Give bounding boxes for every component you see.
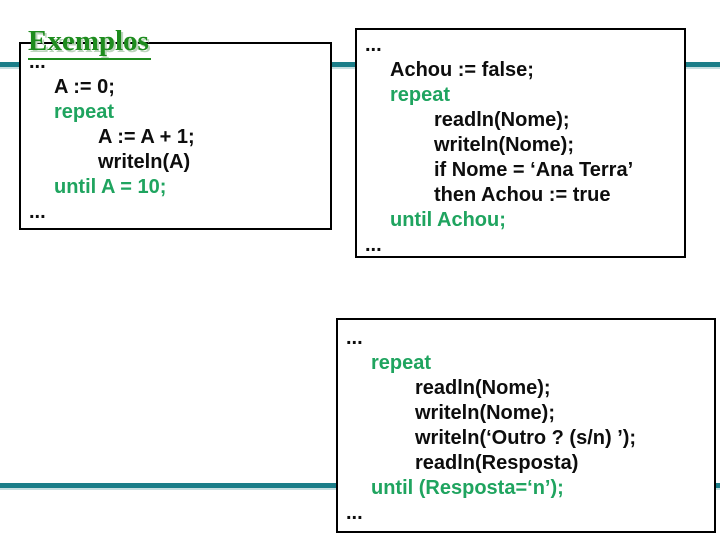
code-line: ... <box>365 234 382 256</box>
code-line: writeln(Nome); <box>415 402 555 424</box>
code-line: Achou := false; <box>390 59 534 81</box>
code-line: then Achou := true <box>434 184 611 206</box>
code-line: ... <box>29 51 46 73</box>
code-line: readln(Nome); <box>434 109 570 131</box>
code-line: if Nome = ‘Ana Terra’ <box>434 159 634 181</box>
code-line: A := 0; <box>54 76 115 98</box>
code-line: writeln(‘Outro ? (s/n) ’); <box>415 427 637 449</box>
code-keyword-line: until A = 10; <box>54 176 167 198</box>
page-title: Exemplos <box>28 25 151 61</box>
code-box-search-name-loop: ... Achou := false; repeat readln(Nome); wri… <box>355 28 686 258</box>
code-keyword-line: until Achou; <box>390 209 506 231</box>
code-line: A := A + 1; <box>98 126 195 148</box>
code-line: ... <box>346 502 363 524</box>
code-line: readln(Resposta) <box>415 452 579 474</box>
code-line: readln(Nome); <box>415 377 551 399</box>
code-line: ... <box>29 201 46 223</box>
code-line: ... <box>365 34 382 56</box>
code-keyword-line: repeat <box>371 352 432 374</box>
code-line: writeln(Nome); <box>434 134 574 156</box>
code-keyword-line: repeat <box>390 84 451 106</box>
code-box-prompt-repeat-loop: ... repeat readln(Nome); writeln(Nome); writ… <box>336 318 716 533</box>
code-line: writeln(A) <box>98 151 191 173</box>
code-box-counter-loop: ... A := 0; repeat A := A + 1; writeln(A) unt… <box>19 42 332 230</box>
code-keyword-line: repeat <box>54 101 115 123</box>
code-line: ... <box>346 327 363 349</box>
code-keyword-line: until (Resposta=‘n’); <box>371 477 564 499</box>
